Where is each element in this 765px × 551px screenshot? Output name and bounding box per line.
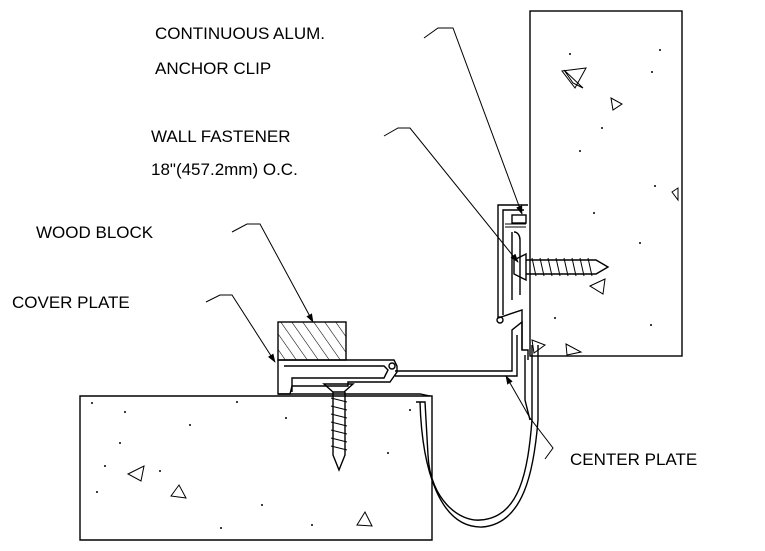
anchor-clip	[496, 204, 528, 350]
label-center-plate: CENTER PLATE	[570, 450, 697, 469]
label-anchor-clip-2: ANCHOR CLIP	[155, 59, 271, 78]
center-plate	[395, 320, 531, 421]
label-wood-block: WOOD BLOCK	[36, 223, 154, 242]
label-wall-fastener-1: WALL FASTENER	[151, 127, 291, 146]
label-anchor-clip-1: CONTINUOUS ALUM.	[155, 24, 325, 43]
slab-fastener	[322, 383, 355, 472]
joint-seal-outer	[419, 345, 539, 528]
wall-fastener	[513, 252, 610, 282]
concrete-wall	[529, 10, 683, 357]
concrete-slab	[79, 395, 433, 541]
label-cover-plate: COVER PLATE	[12, 293, 130, 312]
cover-plate	[277, 359, 431, 397]
wood-block	[277, 321, 347, 361]
label-wall-fastener-2: 18"(457.2mm) O.C.	[151, 160, 298, 179]
leader-lines	[205, 27, 554, 460]
